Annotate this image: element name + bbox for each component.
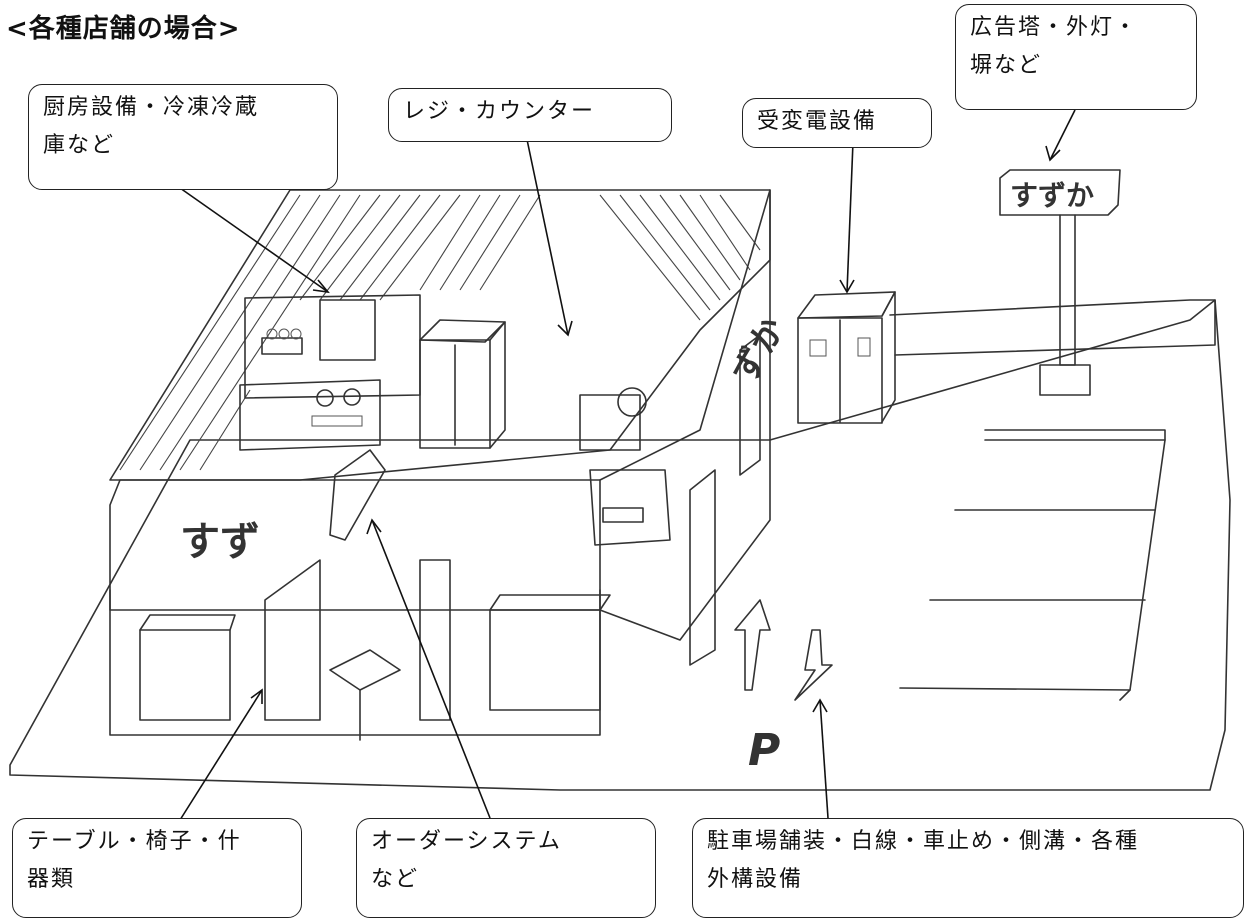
callout-order-system-line2: など (371, 867, 420, 892)
callout-furniture: テーブル・椅子・什 器類 (12, 818, 302, 918)
side-wall (599, 189, 771, 666)
callout-order-system: オーダーシステム など (356, 818, 656, 918)
callout-furniture-line1: テーブル・椅子・什 (27, 829, 242, 854)
back-fence (889, 299, 1216, 356)
callout-sign-tower-line1: 広告塔・外灯・ (970, 15, 1139, 40)
register-counter (579, 387, 671, 546)
callout-kitchen-line1: 厨房設備・冷凍冷蔵 (43, 95, 260, 120)
page-title: <各種店舗の場合> (6, 14, 241, 44)
callout-sign-tower: 広告塔・外灯・ 塀など (955, 4, 1197, 110)
callout-kitchen: 厨房設備・冷凍冷蔵 庫など (28, 84, 338, 190)
order-terminal (329, 449, 386, 541)
callout-parking-line2: 外構設備 (707, 867, 804, 892)
side-sign-text: ずか (725, 311, 794, 390)
power-cabinet (797, 291, 896, 424)
callout-sign-tower-line2: 塀など (970, 53, 1043, 78)
parking-lines (899, 429, 1166, 701)
callout-arrows (179, 109, 1076, 821)
callout-power: 受変電設備 (742, 98, 932, 148)
callout-order-system-line1: オーダーシステム (371, 829, 562, 854)
callout-power-line1: 受変電設備 (757, 109, 878, 134)
facade-sign-text: すず (180, 519, 260, 565)
callout-parking-line1: 駐車場舗装・白線・車止め・側溝・各種 (707, 829, 1140, 854)
callout-furniture-line2: 器類 (27, 867, 76, 892)
callout-register-line1: レジ・カウンター (403, 99, 596, 124)
ground-arrows (734, 599, 833, 701)
callout-register: レジ・カウンター (388, 88, 672, 142)
callout-kitchen-line2: 庫など (43, 133, 116, 158)
sign-tower (999, 169, 1121, 396)
interior-hatching (109, 189, 771, 481)
ground-outline (9, 299, 1231, 791)
kitchen-equipment (239, 294, 506, 451)
tower-sign-text: すずか (1010, 179, 1094, 212)
callout-parking: 駐車場舗装・白線・車止め・側溝・各種 外構設備 (692, 818, 1244, 918)
parking-mark: P (748, 725, 780, 776)
